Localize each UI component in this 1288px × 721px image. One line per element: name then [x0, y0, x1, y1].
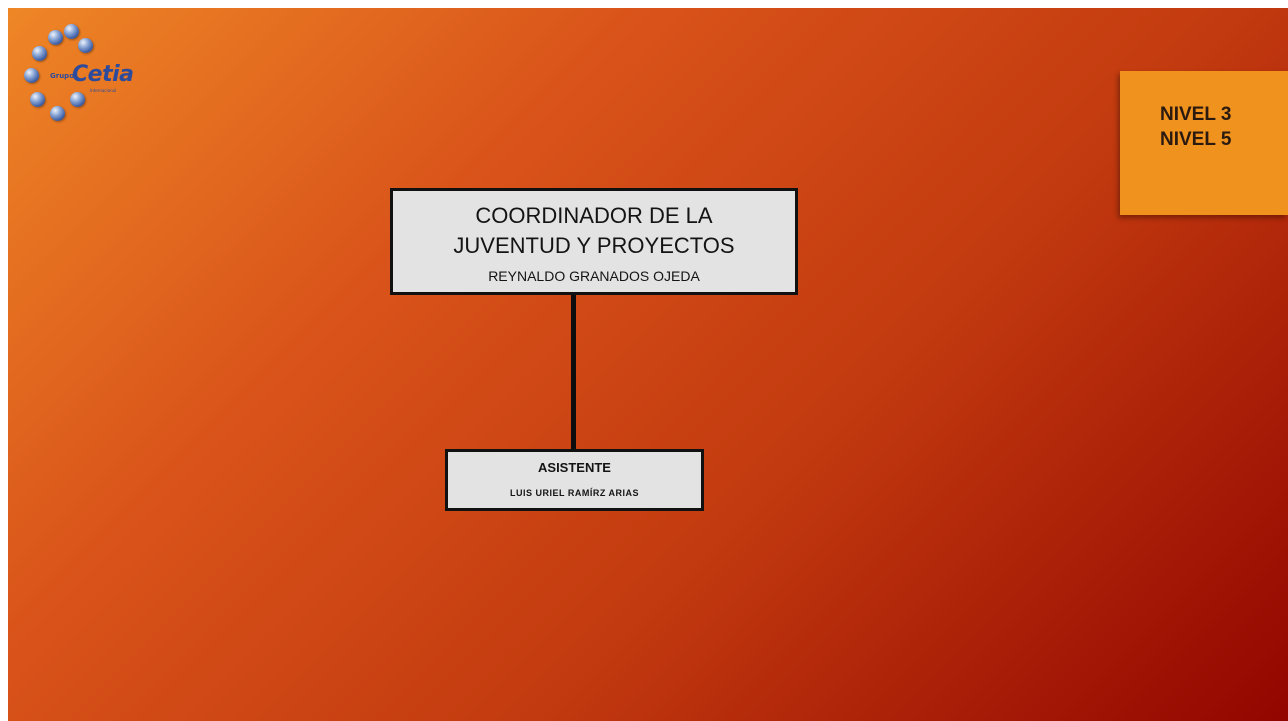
org-node-coordinator: COORDINADOR DE LA JUVENTUD Y PROYECTOS R…: [390, 188, 798, 295]
slide-background: Grupo Cetia Internacional NIVEL 3 NIVEL …: [8, 8, 1288, 721]
coordinator-title-line-1: COORDINADOR DE LA: [475, 203, 713, 228]
assistant-role: ASISTENTE: [538, 460, 611, 475]
coordinator-name: REYNALDO GRANADOS OJEDA: [488, 268, 700, 284]
assistant-name: LUIS URIEL RAMÍRZ ARIAS: [509, 488, 639, 498]
company-logo: Grupo Cetia Internacional: [20, 24, 160, 136]
level-line-2: NIVEL 5: [1160, 129, 1232, 150]
level-badge: NIVEL 3 NIVEL 5: [1120, 71, 1288, 215]
logo-tagline: Internacional: [90, 88, 117, 93]
logo-brand: Cetia: [72, 62, 134, 87]
logo-prefix: Grupo: [50, 72, 75, 80]
coordinator-title-line-2: JUVENTUD Y PROYECTOS: [453, 233, 735, 258]
org-node-assistant: ASISTENTE LUIS URIEL RAMÍRZ ARIAS: [445, 449, 704, 511]
org-connector-line: [571, 295, 576, 449]
level-line-1: NIVEL 3: [1160, 104, 1232, 125]
